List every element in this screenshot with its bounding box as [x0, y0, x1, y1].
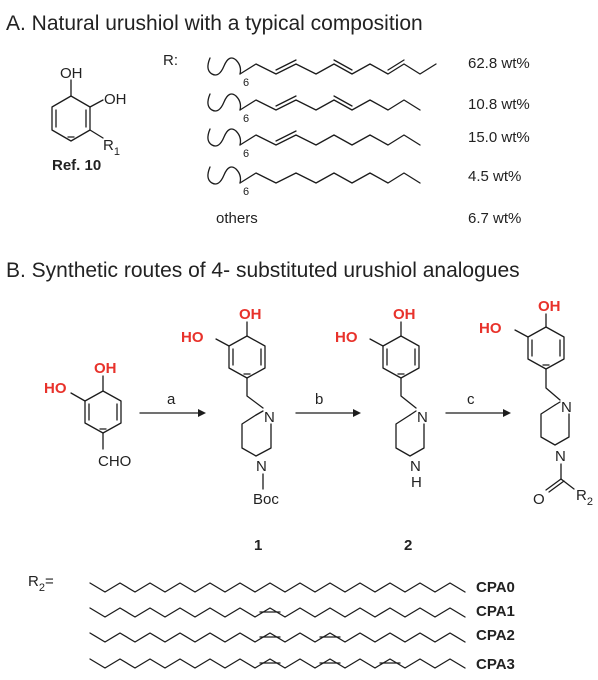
product-label-cpa3: CPA3 — [476, 656, 515, 673]
product-o-label: O — [533, 491, 545, 508]
arrow-head-b — [353, 409, 361, 417]
composition-2: 10.8 wt% — [468, 96, 530, 113]
product-r2-label: R2 — [576, 487, 593, 508]
aldehyde-oh-label: OH — [94, 360, 117, 377]
r2-chain-cpa3 — [89, 658, 466, 669]
section-a-title: A. Natural urushiol with a typical compo… — [6, 12, 423, 35]
compound-number-1: 1 — [254, 537, 262, 554]
r-label: R: — [163, 52, 178, 69]
arrow-head-c — [503, 409, 511, 417]
starting-aldehyde-structure — [70, 375, 122, 450]
composition-1: 62.8 wt% — [468, 55, 530, 72]
compound-2-n2-label: N — [410, 458, 421, 475]
product-label-cpa1: CPA1 — [476, 603, 515, 620]
others-label: others — [216, 210, 258, 227]
product-n2-label: N — [555, 448, 566, 465]
urushiol-chain-triene — [207, 57, 437, 76]
oh-label-2: OH — [104, 91, 127, 108]
section-b-title: B. Synthetic routes of 4- substituted ur… — [6, 259, 520, 282]
r1-label: R1 — [103, 137, 120, 158]
urushiol-chain-saturated — [207, 166, 421, 185]
step-label-b: b — [315, 391, 323, 408]
aldehyde-ho-label: HO — [44, 380, 67, 397]
product-label-cpa2: CPA2 — [476, 627, 515, 644]
compound-2-n1-label: N — [417, 409, 428, 426]
urushiol-core-structure — [51, 79, 104, 142]
product-n1-label: N — [561, 399, 572, 416]
compound-2-structure — [369, 321, 425, 457]
r2-chain-cpa2 — [89, 632, 466, 643]
product-ho-label: HO — [479, 320, 502, 337]
step-label-c: c — [467, 391, 475, 408]
chain-index-1: 6 — [243, 77, 249, 89]
product-oh-label: OH — [538, 298, 561, 315]
chain-index-4: 6 — [243, 186, 249, 198]
arrow-head-a — [198, 409, 206, 417]
chain-index-3: 6 — [243, 148, 249, 160]
final-amide-structure — [514, 313, 575, 493]
compound-2-oh-label: OH — [393, 306, 416, 323]
ref-label: Ref. 10 — [52, 157, 101, 174]
r2-chain-cpa1 — [89, 607, 466, 618]
boc-label: Boc — [253, 491, 279, 508]
chain-index-2: 6 — [243, 113, 249, 125]
step-label-a: a — [167, 391, 176, 408]
others-value: 6.7 wt% — [468, 210, 521, 227]
compound-1-n1-label: N — [264, 409, 275, 426]
compound-number-2: 2 — [404, 537, 412, 554]
compound-2-h-label: H — [411, 474, 422, 491]
composition-3: 15.0 wt% — [468, 129, 530, 146]
compound-1-oh-label: OH — [239, 306, 262, 323]
cho-label: CHO — [98, 453, 131, 470]
compound-2-ho-label: HO — [335, 329, 358, 346]
r2-definition-label: R2= — [28, 573, 54, 594]
urushiol-chain-monoene — [207, 128, 421, 147]
compound-1-ho-label: HO — [181, 329, 204, 346]
urushiol-chain-diene — [207, 93, 421, 112]
product-label-cpa0: CPA0 — [476, 579, 515, 596]
compound-1-structure — [215, 321, 272, 490]
oh-label-1: OH — [60, 65, 83, 82]
r2-chain-cpa0 — [89, 582, 466, 593]
composition-4: 4.5 wt% — [468, 168, 521, 185]
compound-1-n2-label: N — [256, 458, 267, 475]
